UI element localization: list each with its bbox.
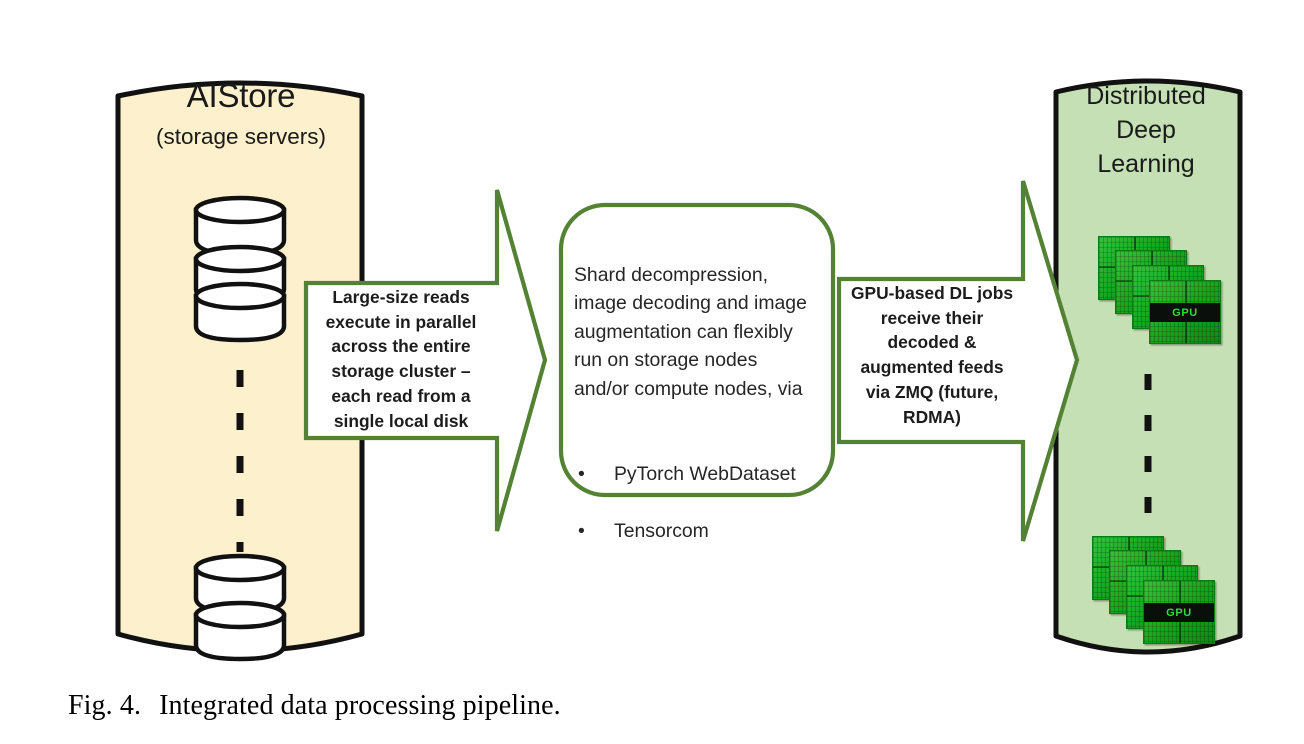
center-box-paragraph: Shard decompression, image decoding and … [574, 263, 807, 400]
figure-caption: Fig. 4. Integrated data processing pipeli… [68, 690, 561, 722]
gpu-stack-bottom: GPU [1092, 536, 1224, 660]
gpu-label: GPU [1144, 603, 1214, 622]
figure-caption-text: Integrated data processing pipeline. [159, 690, 561, 721]
gpu-card-front: GPU [1149, 280, 1221, 344]
disk-bottom-1 [193, 553, 287, 615]
list-item: PyTorch WebDataset [574, 460, 812, 489]
center-process-box [558, 202, 836, 498]
gpu-stack-top: GPU [1098, 236, 1230, 360]
left-arrow-label: Large-size reads execute in parallel acr… [325, 287, 477, 431]
compute-title: Distributed Deep Learning [1086, 82, 1206, 178]
storage-container-shape [115, 80, 365, 654]
figure-caption-number: Fig. 4. [68, 690, 142, 721]
disk-top-1 [193, 195, 287, 257]
compute-container-shape [1053, 78, 1243, 655]
storage-subtitle: (storage servers) [155, 124, 327, 149]
center-box-bullet-list: PyTorch WebDataset Tensorcom [574, 432, 812, 575]
storage-title: AIStore [186, 77, 296, 114]
right-arrow-label: GPU-based DL jobs receive their decoded … [850, 283, 1014, 427]
right-flow-arrow [836, 180, 1080, 542]
gpu-card-front: GPU [1143, 580, 1215, 644]
center-box-content: Shard decompression, image decoding and … [574, 232, 812, 603]
gpu-label: GPU [1150, 303, 1220, 322]
disk-top-3 [193, 281, 287, 343]
left-flow-arrow [303, 189, 548, 532]
list-item: Tensorcom [574, 517, 812, 546]
disk-bottom-2 [193, 600, 287, 662]
